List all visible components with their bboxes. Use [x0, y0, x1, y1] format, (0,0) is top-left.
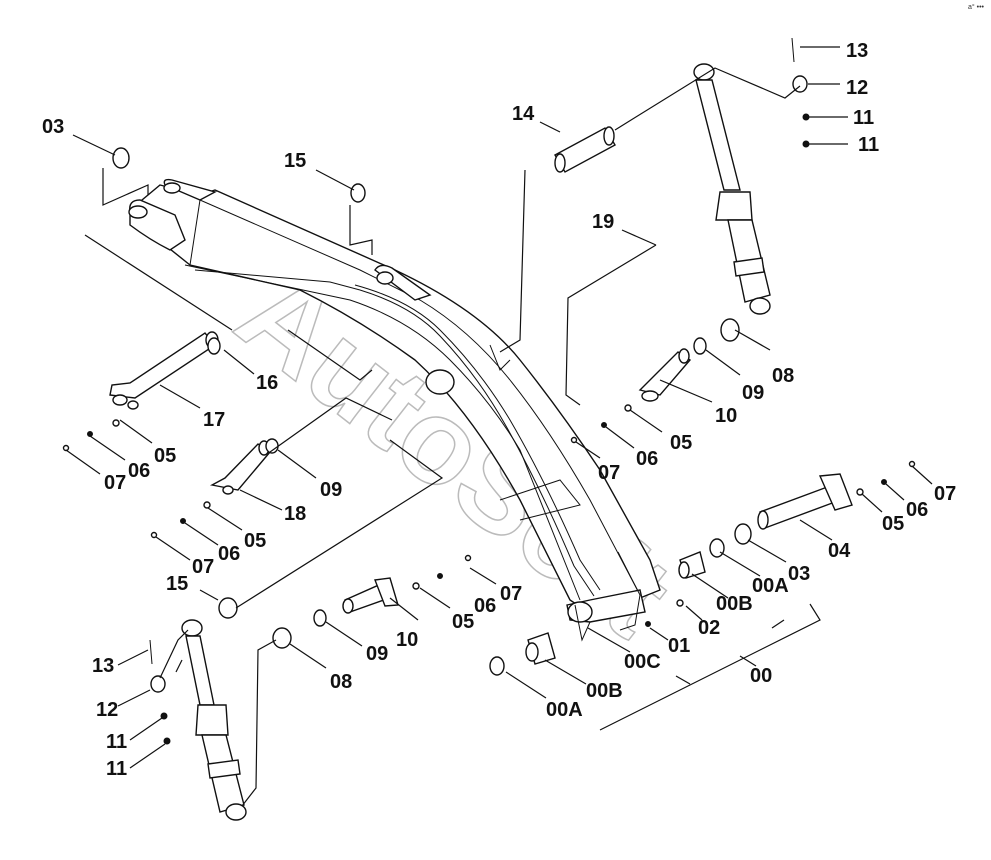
label-05: 05	[882, 513, 904, 535]
label-11: 11	[853, 107, 874, 129]
part-17-pin	[109, 331, 219, 410]
label-04: 04	[828, 540, 851, 562]
part-14-sleeve	[554, 126, 616, 173]
label-03: 03	[788, 563, 810, 585]
corner-mark: a° •••	[968, 3, 985, 11]
part-10-pin-right	[638, 348, 692, 402]
label-16: 16	[256, 372, 278, 394]
label-05: 05	[154, 445, 176, 467]
part-18-pin	[209, 440, 272, 495]
label-00b: 00B	[716, 593, 753, 615]
label-00b: 00B	[586, 680, 623, 702]
boom	[128, 178, 661, 642]
label-11: 11	[106, 731, 127, 753]
label-05: 05	[670, 432, 692, 454]
label-17: 17	[203, 409, 225, 431]
part-labels: 03 15 14 19 13 12 11 11 16 17 05 06 07 0…	[42, 40, 956, 780]
small-hardware	[62, 37, 916, 745]
label-09: 09	[320, 479, 342, 501]
label-12: 12	[846, 77, 868, 99]
washers-and-bushings	[112, 75, 808, 693]
label-03: 03	[42, 116, 64, 138]
label-11: 11	[106, 758, 127, 780]
part-10-pin-bottom	[342, 577, 399, 614]
label-06: 06	[474, 595, 496, 617]
label-18: 18	[284, 503, 306, 525]
label-07: 07	[934, 483, 956, 505]
label-00c: 00C	[624, 651, 661, 673]
label-07: 07	[192, 556, 214, 578]
label-00a: 00A	[752, 575, 789, 597]
label-15: 15	[284, 150, 306, 172]
label-10: 10	[715, 405, 737, 427]
label-09: 09	[742, 382, 764, 404]
label-06: 06	[128, 460, 150, 482]
label-05: 05	[452, 611, 474, 633]
label-13: 13	[92, 655, 114, 677]
part-04-pin	[757, 473, 853, 530]
label-08: 08	[330, 671, 352, 693]
label-06: 06	[218, 543, 240, 565]
label-02: 02	[698, 617, 720, 639]
label-00a: 00A	[546, 699, 583, 721]
label-06: 06	[906, 499, 928, 521]
label-07: 07	[104, 472, 126, 494]
label-10: 10	[396, 629, 418, 651]
label-12: 12	[96, 699, 118, 721]
label-07: 07	[598, 462, 620, 484]
label-06: 06	[636, 448, 658, 470]
label-15: 15	[166, 573, 188, 595]
label-13: 13	[846, 40, 868, 62]
bottom-cylinder	[181, 619, 247, 821]
label-14: 14	[512, 103, 535, 125]
leader-lines	[65, 46, 933, 807]
label-09: 09	[366, 643, 388, 665]
label-00: 00	[750, 665, 772, 687]
label-07: 07	[500, 583, 522, 605]
top-cylinder	[693, 63, 771, 315]
label-19: 19	[592, 211, 614, 233]
label-11: 11	[858, 134, 879, 156]
label-08: 08	[772, 365, 794, 387]
label-01: 01	[668, 635, 690, 657]
label-05: 05	[244, 530, 266, 552]
